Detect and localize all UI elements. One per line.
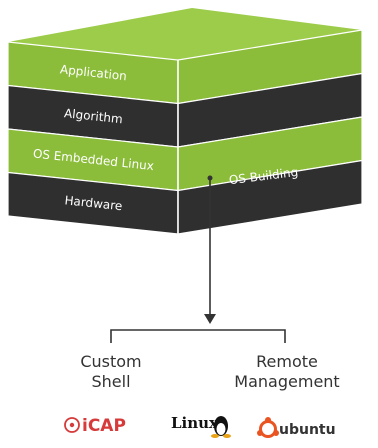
remote-management-line-1: Remote <box>256 352 318 371</box>
linux-logo-text: Linux <box>171 414 219 432</box>
ubuntu-logo: ubuntu <box>257 417 336 438</box>
icap-logo: iCAP <box>64 416 126 436</box>
custom-shell-line-1: Custom <box>80 352 142 371</box>
stack-top-face <box>8 8 362 60</box>
layer-application-label: Application <box>59 62 127 83</box>
ubuntu-circle-of-friends-icon <box>259 420 277 438</box>
linux-logo: Linux <box>171 414 231 438</box>
output-custom-shell: Custom Shell <box>66 352 156 392</box>
remote-management-line-2: Management <box>234 372 340 391</box>
output-bracket <box>110 329 286 343</box>
output-remote-management: Remote Management <box>222 352 352 392</box>
arrow-head <box>204 314 216 324</box>
icap-logo-mark <box>64 417 80 433</box>
icap-logo-text: iCAP <box>82 416 126 436</box>
ubuntu-logo-text: ubuntu <box>279 422 336 438</box>
custom-shell-line-2: Shell <box>91 372 131 391</box>
layer-hardware-label: Hardware <box>64 193 123 213</box>
layer-algorithm-label: Algorithm <box>63 106 123 126</box>
